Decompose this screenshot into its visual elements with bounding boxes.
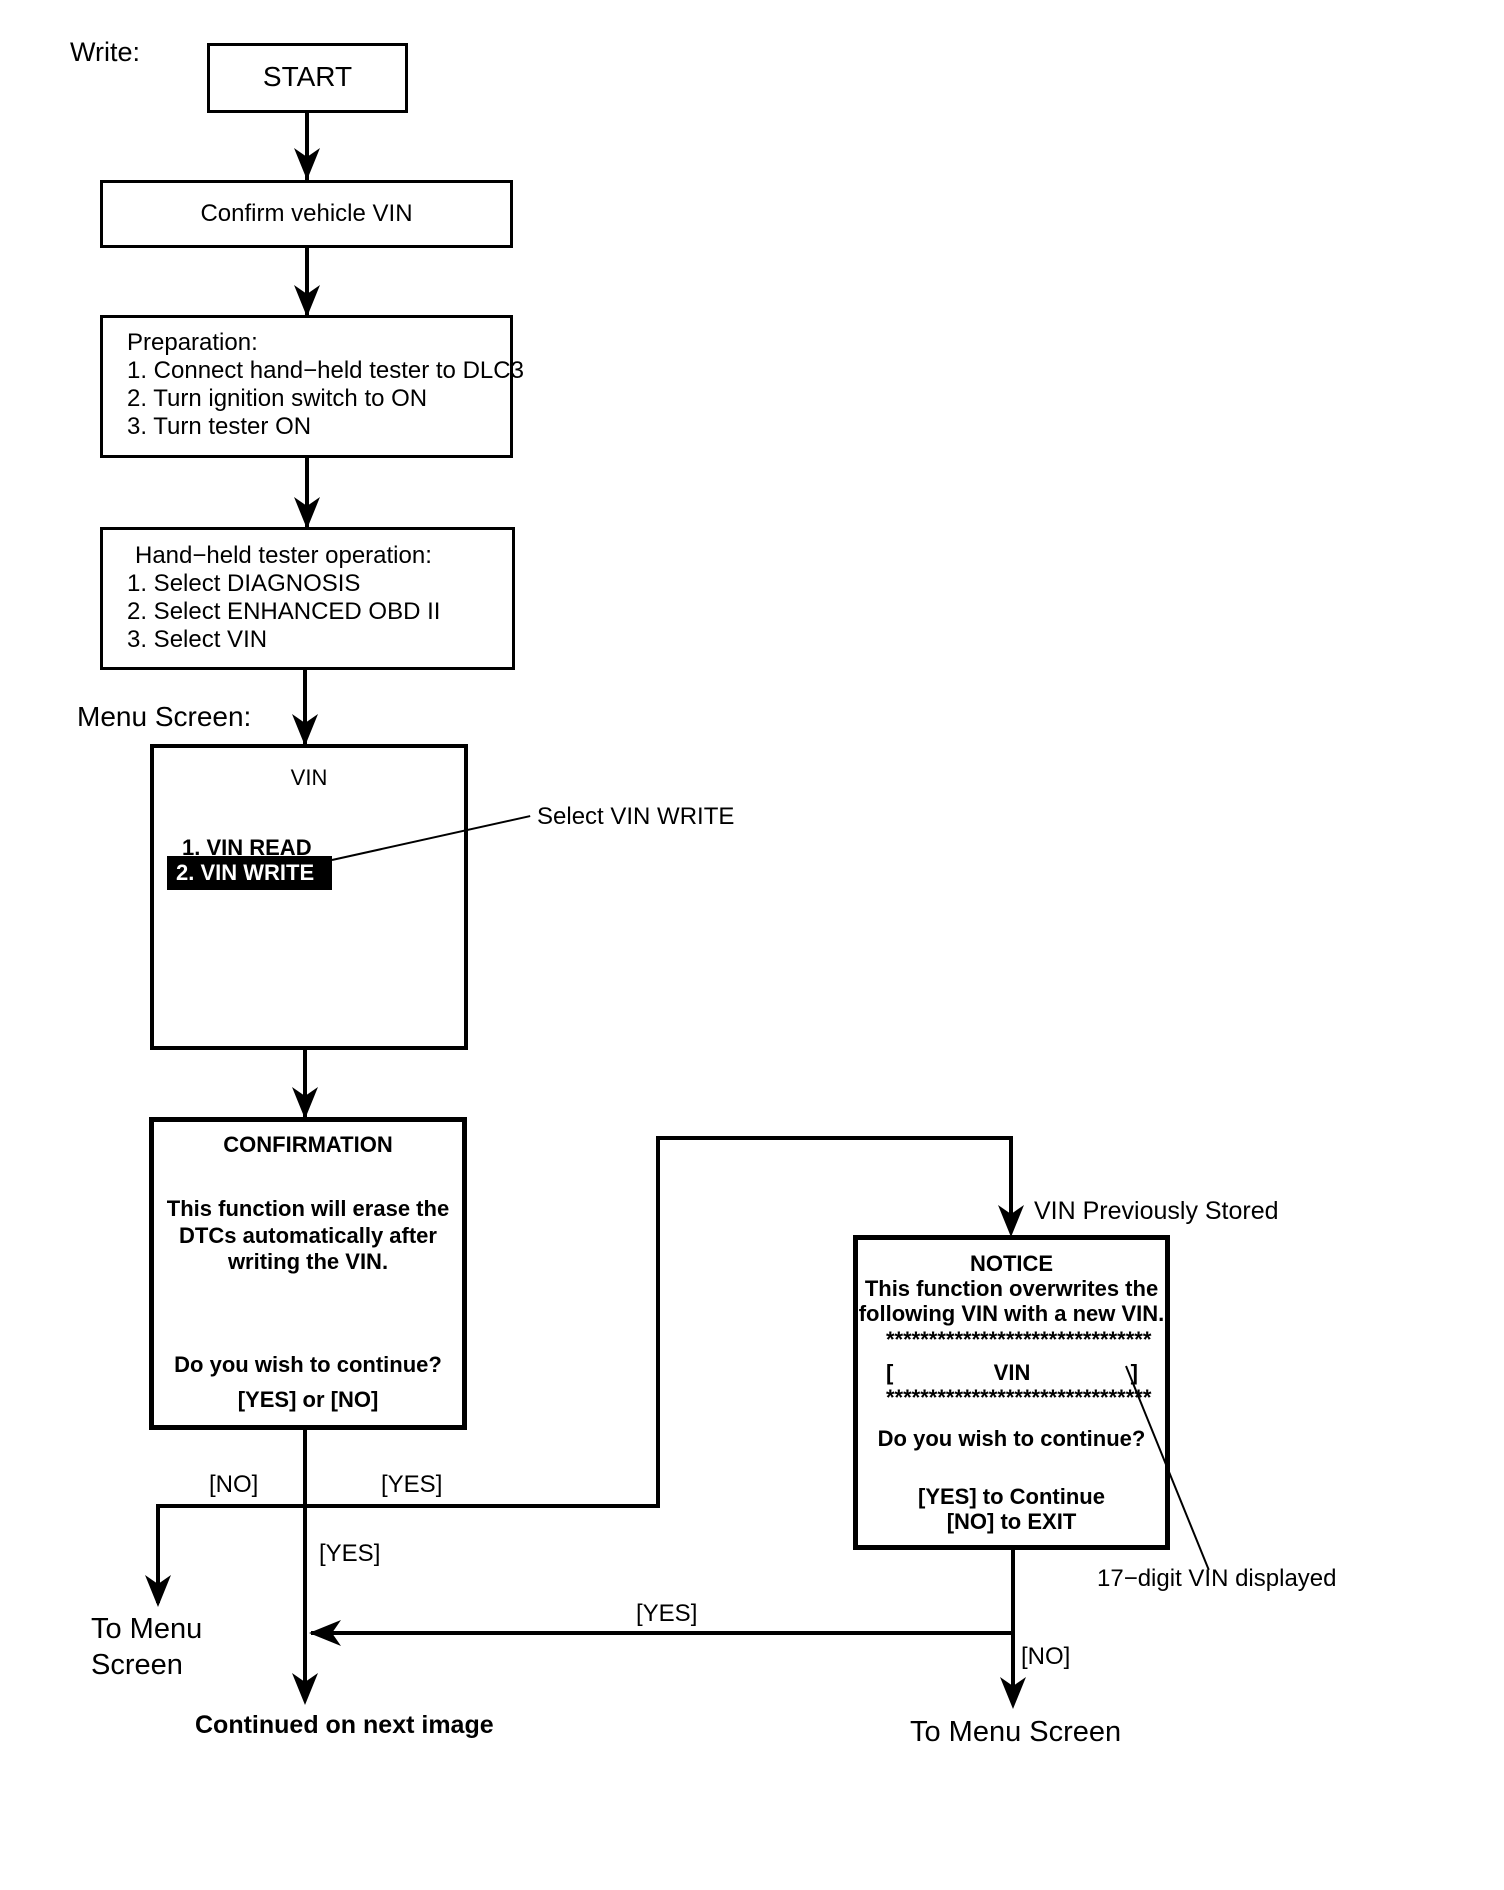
confirmation-title: CONFIRMATION: [223, 1132, 393, 1157]
confirmation-body-1: This function will erase the: [166, 1196, 450, 1221]
notice-vin-value: VIN: [993, 1360, 1031, 1385]
tester-operation-line: 1. Select DIAGNOSIS: [127, 570, 361, 597]
notice-question: Do you wish to continue?: [877, 1426, 1146, 1451]
exit-to-menu-left-line1: To Menu: [91, 1613, 203, 1645]
menu-item-vin-read[interactable]: 1. VIN READ: [182, 835, 312, 860]
select-vin-write-annotation: Select VIN WRITE: [537, 803, 735, 830]
tester-operation-line: 3. Select VIN: [127, 626, 268, 653]
exit-to-menu-screen-left: To Menu Screen: [91, 1611, 202, 1683]
notice-no-line: [NO] to EXIT: [946, 1509, 1077, 1534]
notice-node: NOTICE This function overwrites the foll…: [853, 1235, 1170, 1550]
connector-confirm-to-preparation: [305, 246, 309, 317]
branch-label-yes-return: [YES]: [636, 1600, 698, 1627]
preparation-line: Preparation:: [127, 329, 258, 356]
vin-previously-stored-label: VIN Previously Stored: [1034, 1197, 1279, 1225]
tester-operation-line: Hand−held tester operation:: [135, 542, 432, 569]
preparation-lines: Preparation: 1. Connect hand−held tester…: [127, 329, 524, 441]
notice-bracket-open: [: [886, 1360, 894, 1385]
exit-continued-label: Continued on next image: [195, 1711, 494, 1739]
start-node: START: [207, 43, 408, 113]
confirm-vin-node: Confirm vehicle VIN: [100, 180, 513, 248]
branch-yes-top-horizontal: [656, 1136, 1013, 1140]
vin-digits-annotation: 17−digit VIN displayed: [1097, 1565, 1337, 1592]
menu-title: VIN: [290, 765, 328, 790]
exit-to-menu-screen-right: To Menu Screen: [910, 1716, 1122, 1748]
notice-bracket-close: ]: [1130, 1360, 1138, 1385]
confirmation-node: CONFIRMATION This function will erase th…: [149, 1117, 467, 1430]
notice-title: NOTICE: [969, 1251, 1054, 1276]
notice-stars-bottom: *******************************: [886, 1385, 1152, 1410]
start-label: START: [262, 61, 353, 92]
menu-item-vin-write-selected[interactable]: 2. VIN WRITE: [167, 856, 332, 890]
connector-tester-to-menu: [303, 668, 307, 746]
tester-operation-node: Hand−held tester operation: 1. Select DI…: [100, 527, 515, 670]
exit-to-menu-left-line2: Screen: [91, 1649, 183, 1681]
confirmation-body-3: writing the VIN.: [227, 1249, 389, 1274]
notice-body-2: following VIN with a new VIN.: [858, 1301, 1165, 1326]
branch-label-yes-center: [YES]: [319, 1540, 381, 1567]
menu-screen-node: VIN 1. VIN READ 2. VIN WRITE: [150, 744, 468, 1050]
menu-screen-label: Menu Screen:: [77, 701, 252, 732]
page-title: Write:: [70, 37, 141, 67]
preparation-node: Preparation: 1. Connect hand−held tester…: [100, 315, 524, 458]
notice-stars-top: *******************************: [886, 1327, 1152, 1352]
branch-yes-return-horizontal: [311, 1631, 1013, 1635]
notice-vin-row: [ VIN ]: [886, 1361, 1138, 1385]
connector-notice-down: [1011, 1548, 1015, 1704]
branch-label-no-bottom: [NO]: [1021, 1643, 1071, 1670]
connector-into-notice: [1009, 1136, 1013, 1232]
connector-start-to-confirm: [305, 110, 309, 180]
confirmation-options: [YES] or [NO]: [237, 1387, 379, 1412]
preparation-line: 3. Turn tester ON: [127, 413, 312, 440]
tester-operation-lines: Hand−held tester operation: 1. Select DI…: [127, 542, 440, 654]
branch-yes-up-right: [656, 1136, 660, 1508]
preparation-line: 1. Connect hand−held tester to DLC3: [127, 357, 524, 384]
branch-no-down-left: [156, 1504, 160, 1603]
preparation-line: 2. Turn ignition switch to ON: [127, 385, 428, 412]
tester-operation-line: 2. Select ENHANCED OBD II: [127, 598, 441, 625]
notice-yes-line: [YES] to Continue: [918, 1484, 1105, 1509]
connector-menu-to-confirmation: [303, 1048, 307, 1119]
branch-horizontal-no-yes: [156, 1504, 660, 1508]
branch-label-no-left: [NO]: [209, 1471, 259, 1498]
confirmation-body-2: DTCs automatically after: [179, 1223, 437, 1248]
connector-preparation-to-tester: [305, 456, 309, 529]
notice-body-1: This function overwrites the: [864, 1276, 1159, 1301]
confirmation-question: Do you wish to continue?: [174, 1352, 442, 1377]
connector-confirmation-down-spine: [303, 1428, 307, 1700]
confirm-vin-label: Confirm vehicle VIN: [200, 200, 413, 227]
branch-label-yes-right: [YES]: [381, 1471, 443, 1498]
